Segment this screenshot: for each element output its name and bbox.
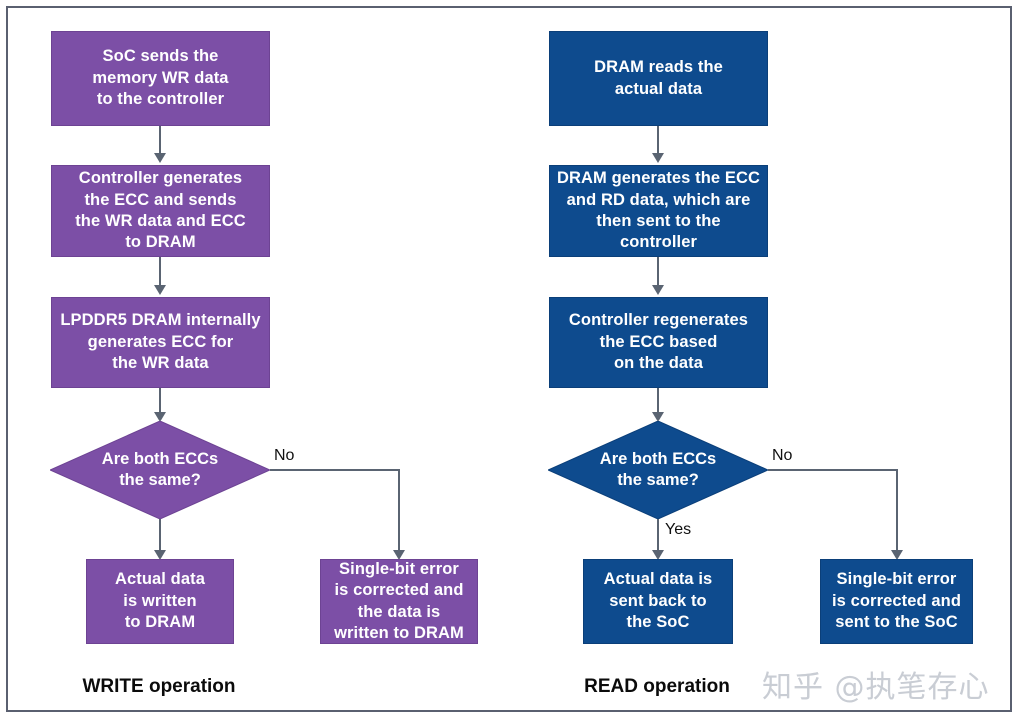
watermark-text: 知乎 @执笔存心 bbox=[762, 670, 990, 705]
read-operation-caption: READ operation bbox=[584, 676, 730, 697]
write-node-controller-generates-ecc[interactable]: Controller generates the ECC and sends t… bbox=[51, 165, 270, 257]
read-node-actual-data-sent-back[interactable]: Actual data is sent back to the SoC bbox=[583, 559, 733, 644]
write-node-single-bit-error-corrected[interactable]: Single-bit error is corrected and the da… bbox=[320, 559, 478, 644]
write-edge-label-no: No bbox=[274, 447, 295, 464]
write-arrowhead-w3-w4 bbox=[153, 412, 166, 422]
read-arrowhead-no bbox=[890, 550, 903, 560]
read-arrowhead-r3-r4 bbox=[651, 412, 664, 422]
write-connector-w2-w3 bbox=[159, 257, 161, 287]
read-connector-no-vertical bbox=[896, 469, 898, 554]
write-connector-no-vertical bbox=[398, 469, 400, 554]
write-node-soc-sends-wr-data[interactable]: SoC sends the memory WR data to the cont… bbox=[51, 31, 270, 126]
write-node-lpddr5-generates-ecc[interactable]: LPDDR5 DRAM internally generates ECC for… bbox=[51, 297, 270, 388]
read-connector-r3-r4 bbox=[657, 388, 659, 416]
write-connector-w1-w2 bbox=[159, 126, 161, 155]
write-node-actual-data-written[interactable]: Actual data is written to DRAM bbox=[86, 559, 234, 644]
write-operation-caption: WRITE operation bbox=[82, 676, 236, 697]
read-connector-r1-r2 bbox=[657, 126, 659, 155]
read-node-controller-regenerates-ecc[interactable]: Controller regenerates the ECC based on … bbox=[549, 297, 768, 388]
read-decision-are-both-eccs-same[interactable]: Are both ECCs the same? bbox=[548, 421, 768, 519]
read-arrowhead-yes bbox=[651, 550, 664, 560]
write-decision-are-both-eccs-same[interactable]: Are both ECCs the same? bbox=[50, 421, 270, 519]
write-decision-shape bbox=[50, 421, 270, 519]
read-node-single-bit-error-corrected[interactable]: Single-bit error is corrected and sent t… bbox=[820, 559, 973, 644]
read-arrowhead-r2-r3 bbox=[651, 285, 664, 295]
read-edge-label-yes: Yes bbox=[665, 521, 692, 538]
write-arrowhead-w4-w5 bbox=[153, 550, 166, 560]
read-arrowhead-r1-r2 bbox=[651, 153, 664, 163]
write-connector-no-horizontal bbox=[270, 469, 400, 471]
write-connector-w4-w5 bbox=[159, 519, 161, 554]
read-edge-label-no: No bbox=[772, 447, 793, 464]
write-arrowhead-no bbox=[392, 550, 405, 560]
read-connector-r2-r3 bbox=[657, 257, 659, 287]
read-connector-no-horizontal bbox=[768, 469, 898, 471]
read-connector-yes-vertical bbox=[657, 519, 659, 554]
read-node-dram-reads-actual-data[interactable]: DRAM reads the actual data bbox=[549, 31, 768, 126]
write-arrowhead-w2-w3 bbox=[153, 285, 166, 295]
write-arrowhead-w1-w2 bbox=[153, 153, 166, 163]
read-node-dram-generates-ecc-rd[interactable]: DRAM generates the ECC and RD data, whic… bbox=[549, 165, 768, 257]
write-connector-w3-w4 bbox=[159, 388, 161, 416]
read-decision-shape bbox=[548, 421, 768, 519]
